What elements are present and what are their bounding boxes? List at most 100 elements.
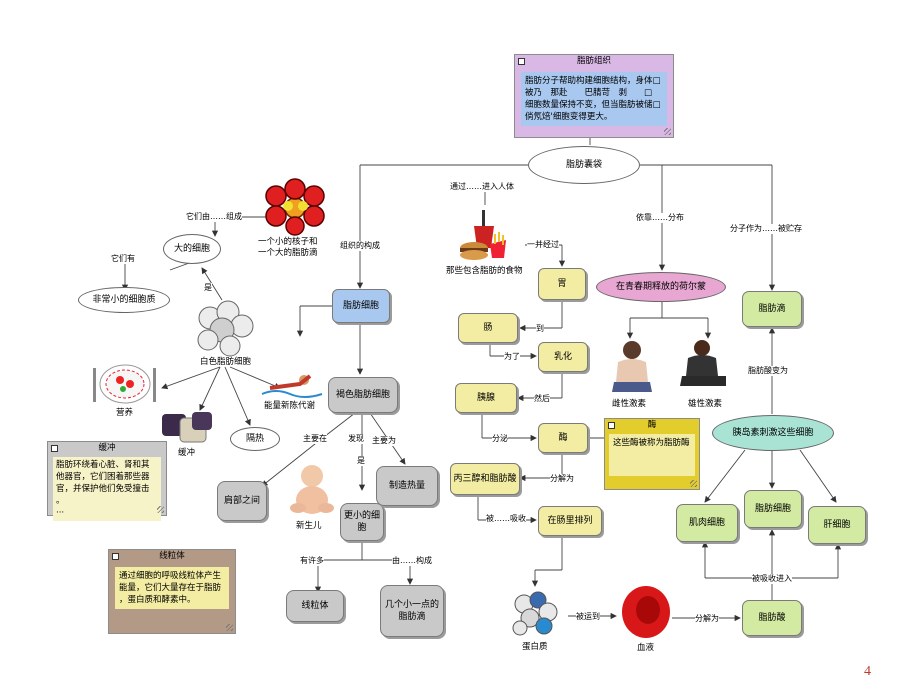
label-decomp2: 分解为 [695,614,719,624]
node-fat-droplet[interactable]: 脂肪滴 [742,291,802,327]
protein-picture [512,591,558,636]
node-insulin-label: 胰岛素刺激这些细胞 [732,428,814,438]
node-fat-droplet-label: 脂肪滴 [758,304,786,314]
label-absorbed: 被……吸收 [486,514,526,524]
caption-buffer: 缓冲 [178,448,196,458]
caption-male: 雄性激素 [688,399,723,409]
node-big-cell-label: 大的细胞 [173,244,210,254]
label-is: 是 [204,283,212,293]
node-in-intestine[interactable]: 在肠里排列 [538,506,602,536]
resize-grip[interactable] [157,506,164,513]
node-stomach-label: 胃 [557,279,567,289]
caption-food: 那些包含脂肪的食物 [446,266,523,276]
node-tiny-cytoplasm[interactable]: 非常小的细胞质 [78,287,170,313]
node-fat-cell-2[interactable]: 脂肪细胞 [744,490,802,528]
note-enzyme[interactable]: 酶 这些酶被称为脂肪酶 [604,418,700,490]
note-fat-tissue[interactable]: 脂肪组织 脂肪分子帮助构建细胞结构，身体□ 被乃 那赴 巴腈苛 剥 □ 细胞数量… [514,54,674,138]
node-insulin[interactable]: 胰岛素刺激这些细胞 [712,415,834,451]
node-insulate[interactable]: 隔热 [230,427,280,451]
caption-newborn: 新生儿 [296,521,322,531]
node-pancreas[interactable]: 胰腺 [455,383,517,413]
fatty-food-picture [460,210,506,260]
node-shoulder-label: 肩部之间 [223,496,260,506]
node-muscle-cell-label: 肌肉细胞 [688,518,725,528]
node-mitochondria-label: 线粒体 [301,601,329,611]
note-buffer-title: 缓冲 [48,442,166,455]
node-fatty-acid-label: 脂肪酸 [758,613,786,623]
note-buffer[interactable]: 缓冲 脂肪环绕着心脏、肾和其 他器官，它们困着那些器 官，并保护他们免受撞击 。… [47,441,167,521]
node-enzyme[interactable]: 酶 [538,423,588,453]
node-smaller-cell[interactable]: 更小的细 胞 [340,503,384,541]
node-intestine[interactable]: 肠 [458,313,518,343]
label-via-once: 一并经过 [527,240,559,250]
label-from: 由……构成 [392,556,432,566]
caption-blood: 血液 [637,643,655,653]
label-composed-of: 它们由……组成 [186,212,242,222]
node-insulate-label: 隔热 [245,434,264,444]
label-decomp: 分解为 [550,474,574,484]
node-fat-cell[interactable]: 脂肪细胞 [332,289,390,323]
node-fatty-acid[interactable]: 脂肪酸 [742,600,802,636]
node-triglyceride[interactable]: 丙三醇和脂肪酸 [450,463,520,495]
nutrition-plate-picture [93,364,156,404]
swimmer-picture [261,374,323,398]
node-big-cell[interactable]: 大的细胞 [163,234,221,264]
label-is2: 是 [357,456,365,466]
node-make-heat[interactable]: 制造热量 [376,466,438,506]
node-droplets[interactable]: 几个小一点的 脂肪滴 [380,585,444,637]
label-decomp-fa: 脂肪酸变为 [748,366,788,376]
caption-cell-molecule: 一个小的核子和 一个大的脂肪滴 [258,237,318,258]
label-mainly-for: 主要为 [372,436,396,446]
label-then: 然后 [534,394,550,404]
label-tissue-form: 组织的构成 [340,241,380,251]
node-intestine-label: 肠 [483,323,493,333]
label-stored-as: 分子作为……被贮存 [730,224,802,234]
caption-female: 雌性激素 [612,399,647,409]
node-fat-root[interactable]: 脂肪囊袋 [528,146,640,184]
label-they-have: 它们有 [111,254,135,264]
node-stomach[interactable]: 胃 [538,268,586,300]
fat-cell-molecule-picture [265,178,325,236]
node-enzyme-label: 酶 [558,433,568,443]
node-shoulder[interactable]: 肩部之间 [217,481,267,521]
node-tiny-cytoplasm-label: 非常小的细胞质 [92,295,156,305]
note-enzyme-body: 这些酶被称为脂肪酶 [609,434,695,476]
label-develop: 发现 [348,434,364,444]
blood-cell-picture [622,586,670,638]
node-fat-root-label: 脂肪囊袋 [565,160,602,170]
newborn-picture [290,465,334,514]
node-pancreas-label: 胰腺 [476,393,495,403]
caption-nutrition: 营养 [116,408,134,418]
note-mito[interactable]: 线粒体 通过细胞的呼吸线粒体产生 能量，它们大量存在于脂肪 ，蛋白质和酵素中。 [108,549,236,634]
male-picture [680,340,726,386]
node-smaller-cell-label: 更小的细 胞 [343,511,380,533]
label-secrete: 分泌 [492,434,508,444]
resize-grip[interactable] [664,128,671,135]
node-emulsify-label: 乳化 [553,352,572,362]
label-carried: 被运到 [576,612,600,622]
page-number: 4 [864,664,871,679]
resize-grip[interactable] [226,624,233,631]
caption-energy: 能量新陈代谢 [264,401,316,411]
label-for: 为了 [504,352,520,362]
node-droplets-label: 几个小一点的 脂肪滴 [384,600,439,622]
note-mito-body: 通过细胞的呼吸线粒体产生 能量，它们大量存在于脂肪 ，蛋白质和酵素中。 [115,567,229,609]
node-in-intestine-label: 在肠里排列 [547,516,593,526]
node-fat-cell-label: 脂肪细胞 [342,301,379,311]
resize-grip[interactable] [690,480,697,487]
node-triglyceride-label: 丙三醇和脂肪酸 [453,474,517,484]
node-hormone[interactable]: 在青春期释放的荷尔蒙 [596,272,726,302]
caption-white-fat: 白色脂肪细胞 [200,357,252,367]
node-fat-cell-2-label: 脂肪细胞 [754,504,791,514]
note-buffer-body: 脂肪环绕着心脏、肾和其 他器官，它们困着那些器 官，并保护他们免受撞击 。 ··… [53,457,161,521]
label-to: 到 [536,324,544,334]
node-brown-fat[interactable]: 褐色脂肪细胞 [328,377,398,413]
node-emulsify[interactable]: 乳化 [538,342,588,372]
node-mitochondria[interactable]: 线粒体 [286,590,344,622]
node-muscle-cell[interactable]: 肌肉细胞 [676,504,738,542]
note-mito-title: 线粒体 [109,550,235,563]
note-fat-tissue-body: 脂肪分子帮助构建细胞结构，身体□ 被乃 那赴 巴腈苛 剥 □ 细胞数量保持不变，… [521,72,667,126]
white-fat-cells-picture [197,300,254,357]
node-liver-cell[interactable]: 肝细胞 [808,506,866,544]
